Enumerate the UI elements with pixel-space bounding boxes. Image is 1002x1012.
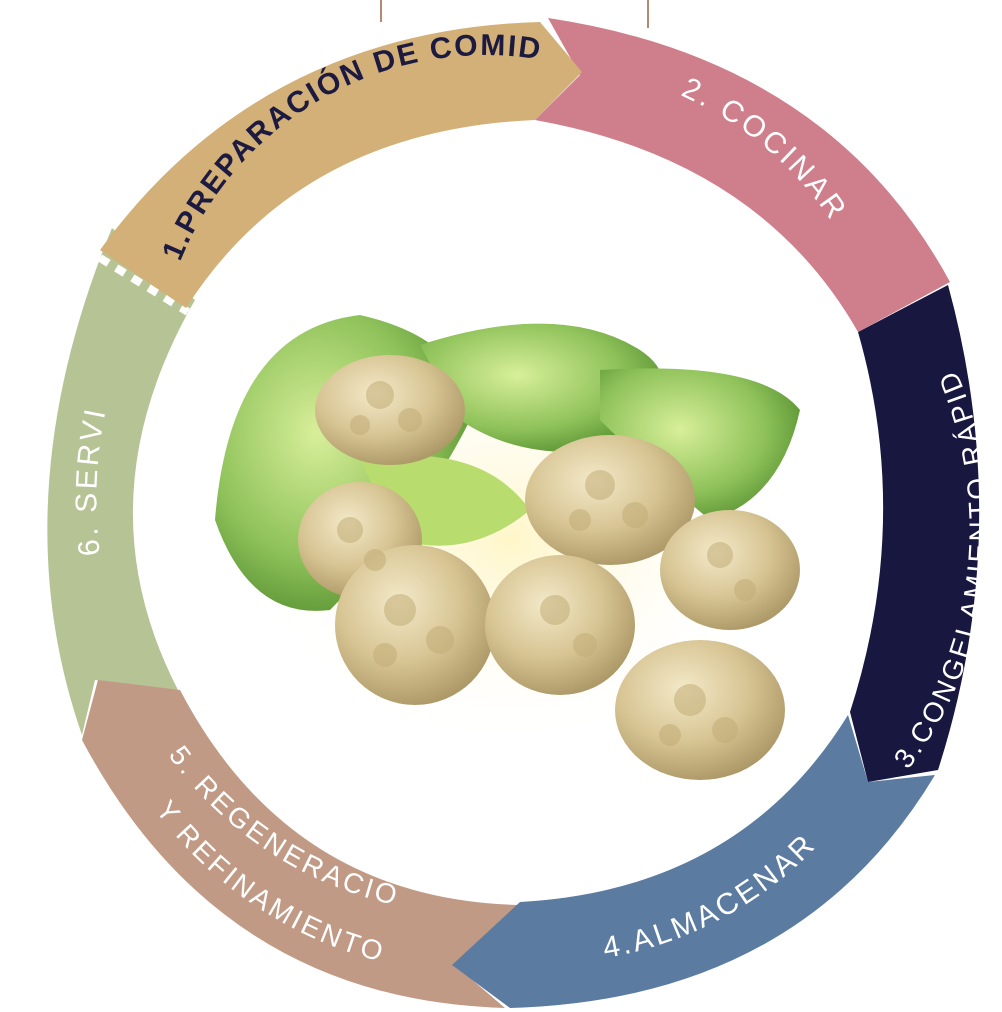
cauliflower-image — [215, 315, 800, 780]
segment-cocinar — [535, 18, 950, 332]
segment-congelamiento — [850, 285, 980, 782]
ring-segments — [47, 18, 980, 1008]
segment-servir — [47, 228, 195, 735]
segment-preparacion — [100, 22, 582, 308]
segment-almacenar — [452, 715, 935, 1008]
step-1-label: 1.PREPARACIÓN DE COMIDA — [0, 0, 544, 265]
segment-regeneracion — [82, 680, 520, 1008]
